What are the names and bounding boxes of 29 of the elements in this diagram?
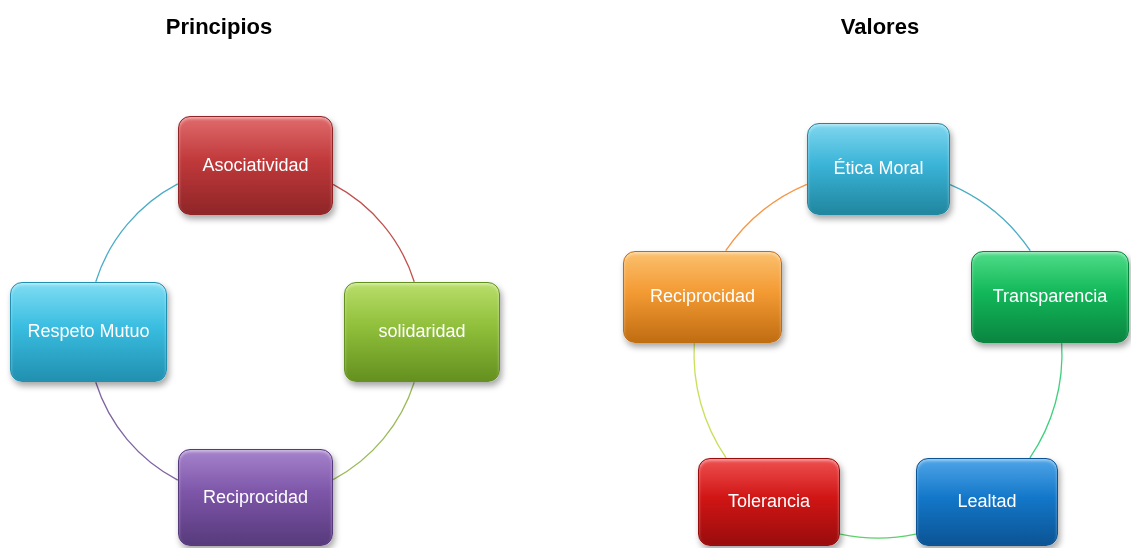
rounded-box: [698, 458, 840, 546]
box-label: Asociatividad: [202, 153, 309, 177]
connector-arc: [725, 183, 808, 252]
connector-arc: [693, 342, 727, 459]
column-heading: Valores: [839, 14, 921, 40]
connector-arc: [1029, 342, 1063, 459]
rounded-box: [178, 449, 333, 546]
box-label: Ética Moral: [833, 157, 924, 181]
rounded-box: [916, 458, 1058, 546]
connector-arc: [949, 184, 1031, 252]
rounded-box: [623, 251, 782, 343]
connector-arc: [95, 381, 179, 481]
rounded-box: [178, 116, 333, 215]
box-label: Tolerancia: [727, 490, 810, 514]
rounded-box: [10, 282, 167, 382]
box-label: Respeto Mutuo: [27, 320, 150, 344]
box-label: Reciprocidad: [649, 285, 756, 309]
connector-arc: [839, 533, 917, 539]
connector-arc: [332, 183, 415, 283]
box-label: Transparencia: [992, 285, 1108, 309]
box-label: solidaridad: [378, 320, 466, 344]
connector-arc: [332, 381, 415, 481]
box-label: Lealtad: [957, 490, 1017, 514]
rounded-box: [807, 123, 950, 215]
rounded-box: [344, 282, 500, 382]
column-heading: Principios: [164, 14, 274, 40]
rounded-box: [971, 251, 1129, 343]
box-label: Reciprocidad: [202, 485, 309, 509]
connector-arc: [95, 183, 179, 283]
